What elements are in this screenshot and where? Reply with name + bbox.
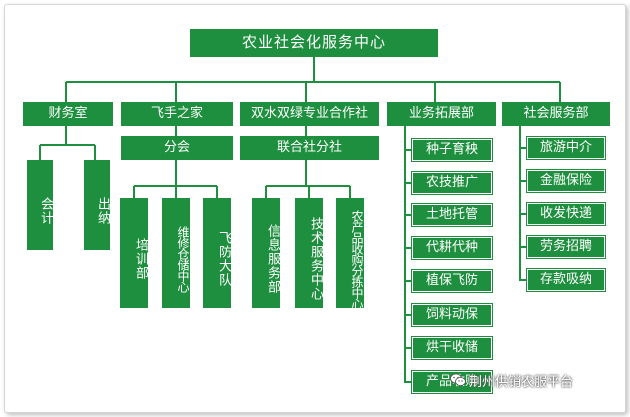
feishou-child-flight: 飞防大队 — [203, 198, 231, 308]
branch-coop: 双水双绿专业合作社 — [240, 102, 379, 126]
feishou-child-repair: 维修仓储中心 — [162, 198, 190, 308]
watermark-text: 荆州供销农服平台 — [469, 374, 574, 390]
social-item: 收发快递 — [526, 202, 606, 226]
business-item: 植保飞防 — [411, 269, 493, 293]
business-item: 农技推广 — [411, 171, 493, 195]
finance-child-accountant: 会计 — [27, 160, 53, 250]
feishou-sub-branch: 分会 — [121, 136, 233, 160]
social-item: 金融保险 — [526, 169, 606, 193]
social-item: 存款吸纳 — [526, 268, 606, 292]
watermark: 荆州供销农服平台 — [450, 370, 573, 390]
root-node: 农业社会化服务中心 — [190, 29, 438, 57]
wechat-icon — [450, 373, 466, 386]
business-item: 种子育秧 — [411, 138, 493, 162]
coop-child-tech: 技术服务中心 — [295, 198, 323, 308]
social-item: 旅游中介 — [526, 136, 606, 160]
social-item: 劳务招聘 — [526, 235, 606, 259]
business-item: 代耕代种 — [411, 236, 493, 260]
feishou-child-training: 培训部 — [120, 198, 148, 308]
business-item: 烘干收储 — [411, 336, 493, 360]
branch-finance: 财务室 — [23, 102, 113, 126]
branch-business: 业务拓展部 — [387, 102, 496, 126]
branch-social: 社会服务部 — [502, 102, 610, 126]
coop-sub-branch: 联合社分社 — [240, 136, 379, 160]
branch-feishou: 飞手之家 — [121, 102, 233, 126]
coop-child-purchase: 农产品收购分拣中心 — [336, 198, 364, 309]
coop-child-info: 信息服务部 — [252, 198, 280, 308]
business-item: 土地托管 — [411, 203, 493, 227]
finance-child-cashier: 出纳 — [84, 160, 110, 250]
business-item: 饲料动保 — [411, 303, 493, 327]
